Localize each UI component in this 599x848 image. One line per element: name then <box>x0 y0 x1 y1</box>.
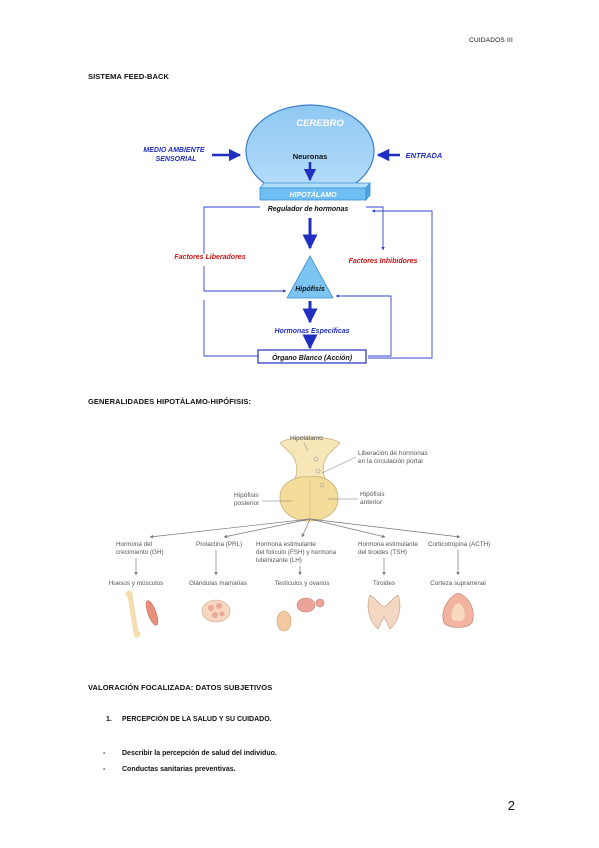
target-gh: Huesos y músculos <box>109 580 164 587</box>
hipotalamo-hipofisis-figure: Hipotálamo Liberación de hormonas en la … <box>109 435 490 638</box>
hipotalamo-fig-label: Hipotálamo <box>290 435 323 442</box>
bullet-text: Describir la percepción de salud del ind… <box>122 750 277 757</box>
liberadores-to-hipofisis <box>203 266 287 293</box>
factores-liberadores-label: Factores Liberadores <box>174 254 245 261</box>
liberacion-pointer <box>321 456 357 474</box>
branch-fsh-lh <box>301 518 311 538</box>
bullet-marker: - <box>103 766 106 773</box>
hipotalamo-bar-top <box>259 182 371 189</box>
target-prl: Glándulas mamarias <box>189 580 247 587</box>
hormone-prl-l1: Prolactina (PRL) <box>196 541 242 548</box>
hormone-gh-l2: crecimiento (GH) <box>116 549 164 556</box>
hipotalamo-bar-side <box>365 181 371 202</box>
hipotalamo-shape <box>279 436 341 482</box>
adrenal-illustration <box>442 592 474 628</box>
section-title-hipotalamo-hipofisis: GENERALIDADES HIPOTÁLAMO-HIPÓFISIS: <box>88 397 252 406</box>
hipofisis-posterior-label-1: Hipófisis <box>234 492 259 499</box>
hormone-fsh-l2: del folículo (FSH) y hormona <box>256 549 337 556</box>
branch-tsh <box>309 518 386 538</box>
portal-vessel-dot <box>315 468 321 474</box>
hipofisis-posterior-label-2: posterior <box>234 500 260 507</box>
cerebro-label: CEREBRO <box>296 118 344 129</box>
hipofisis-shape <box>286 255 334 299</box>
hormone-fsh-l1: Hormona estimulante <box>256 541 316 548</box>
neuronas-label: Neuronas <box>293 152 328 161</box>
portal-vessel-dot <box>313 456 319 462</box>
hormone-fsh-l3: luteinizante (LH) <box>256 557 302 564</box>
inhibidores-line <box>366 206 385 251</box>
branch-gh <box>149 518 311 539</box>
portal-vessel-dot <box>319 482 325 488</box>
hormonas-especificas-label: Hormonas Específicas <box>274 328 349 335</box>
page-number: 2 <box>507 798 515 813</box>
hormone-acth-l1: Corticotropina (ACTH) <box>428 541 490 548</box>
liberadores-line <box>203 206 260 254</box>
outer-feedback-line <box>368 209 433 359</box>
hormone-tsh-l2: del tiroides (TSH) <box>358 549 407 556</box>
mammary-illustration <box>201 599 231 623</box>
feedback-diagram: CEREBRO Neuronas HIPOTÁLAMO Regulador de… <box>143 104 443 364</box>
branch-prl <box>223 518 311 539</box>
factores-inhibidores-label: Factores Inhibidores <box>349 258 418 265</box>
hormone-tsh-l1: Hormona estimulante <box>358 541 418 548</box>
list-item-number: 1. <box>106 716 112 723</box>
target-acth: Corteza suprarrenal <box>430 580 486 587</box>
hipofisis-label: Hipófisis <box>295 286 325 293</box>
liberacion-label-1: Liberación de hormonas <box>358 450 428 457</box>
liberacion-label-2: en la circulación portal <box>358 458 423 465</box>
medio-ambiente-label: MEDIO AMBIENTE <box>143 147 205 154</box>
entrada-label: ENTRADA <box>406 151 443 160</box>
section-title-valoracion: VALORACIÓN FOCALIZADA: DATOS SUBJETIVOS <box>88 683 273 692</box>
hipotalamo-pointer <box>303 442 309 452</box>
left-feedback-line <box>203 300 258 357</box>
bone-muscle-illustration <box>125 590 159 638</box>
target-tsh: Tiroides <box>373 580 395 587</box>
list-item-title: PERCEPCIÓN DE LA SALUD Y SU CUIDADO. <box>122 716 272 723</box>
target-fsh: Testículos y ovarios <box>275 580 330 587</box>
section-title-feedback: SISTEMA FEED-BACK <box>88 72 170 81</box>
branch-acth <box>309 518 461 539</box>
running-header: CUIDADOS III <box>469 37 513 44</box>
gonads-illustration <box>276 597 325 632</box>
hipotalamo-label: HIPOTÁLAMO <box>289 190 337 199</box>
hipofisis-anterior-label-2: anterior <box>360 499 383 506</box>
organo-blanco-box <box>257 349 367 364</box>
hormone-gh-l1: Hormona del <box>116 541 152 548</box>
regulador-label: Regulador de hormonas <box>268 206 349 213</box>
bullet-marker: - <box>103 750 106 757</box>
sensorial-label: SENSORIAL <box>156 156 197 163</box>
bullet-text: Conductas sanitarias preventivas. <box>122 766 236 773</box>
hipofisis-anterior-label-1: Hipófisis <box>360 491 385 498</box>
thyroid-illustration <box>367 594 401 630</box>
inhibidores-feedback-to-hipofisis <box>335 294 392 357</box>
organo-blanco-label: Órgano Blanco (Acción) <box>272 353 353 362</box>
